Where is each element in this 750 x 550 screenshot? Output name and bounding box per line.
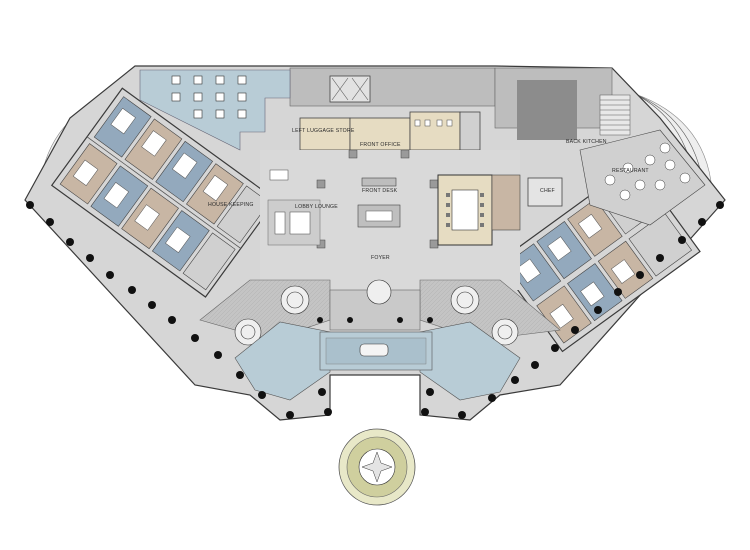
fountain-star-icon bbox=[361, 451, 393, 483]
label-foyer: FOYER bbox=[371, 255, 390, 261]
lobby-lounge-furniture bbox=[267, 169, 321, 246]
label-lobby-lounge: LOBBY LOUNGE bbox=[295, 204, 338, 210]
label-front-desk: FRONT DESK bbox=[362, 188, 398, 194]
office-adjacent bbox=[491, 174, 521, 231]
top-left-pool bbox=[139, 69, 291, 151]
front-office-room bbox=[349, 117, 411, 151]
elevator-core bbox=[329, 75, 371, 103]
label-front-office: FRONT OFFICE bbox=[360, 142, 401, 148]
restaurant-area bbox=[579, 129, 706, 226]
label-back-kitchen: BACK KITCHEN bbox=[566, 139, 607, 145]
restaurant-tables bbox=[604, 142, 691, 201]
front-right-pool bbox=[419, 321, 521, 401]
toilets-block bbox=[409, 111, 461, 151]
label-restaurant: RESTAURANT bbox=[612, 168, 649, 174]
left-guest-wing bbox=[50, 87, 277, 298]
front-desk-counter bbox=[361, 177, 397, 187]
pool-dining-tables bbox=[171, 75, 247, 119]
lobby-columns bbox=[316, 149, 439, 249]
corner-room bbox=[459, 111, 481, 151]
back-kitchen-dark bbox=[517, 80, 577, 140]
label-chef: CHEF bbox=[540, 188, 555, 194]
chef-room bbox=[527, 177, 563, 207]
car-icon bbox=[359, 343, 389, 357]
toilet-fixtures bbox=[414, 119, 453, 127]
perimeter-columns bbox=[26, 201, 724, 419]
left-luggage-room bbox=[299, 117, 351, 151]
top-service-block bbox=[289, 67, 496, 107]
rosette-ornaments bbox=[234, 279, 519, 346]
label-housekeeping: HOUSE KEEPING bbox=[208, 202, 254, 208]
label-left-luggage: LEFT LUGGAGE STORE bbox=[292, 128, 355, 134]
front-left-pool bbox=[234, 321, 331, 401]
meeting-table bbox=[451, 189, 479, 231]
meeting-chairs bbox=[446, 193, 484, 227]
